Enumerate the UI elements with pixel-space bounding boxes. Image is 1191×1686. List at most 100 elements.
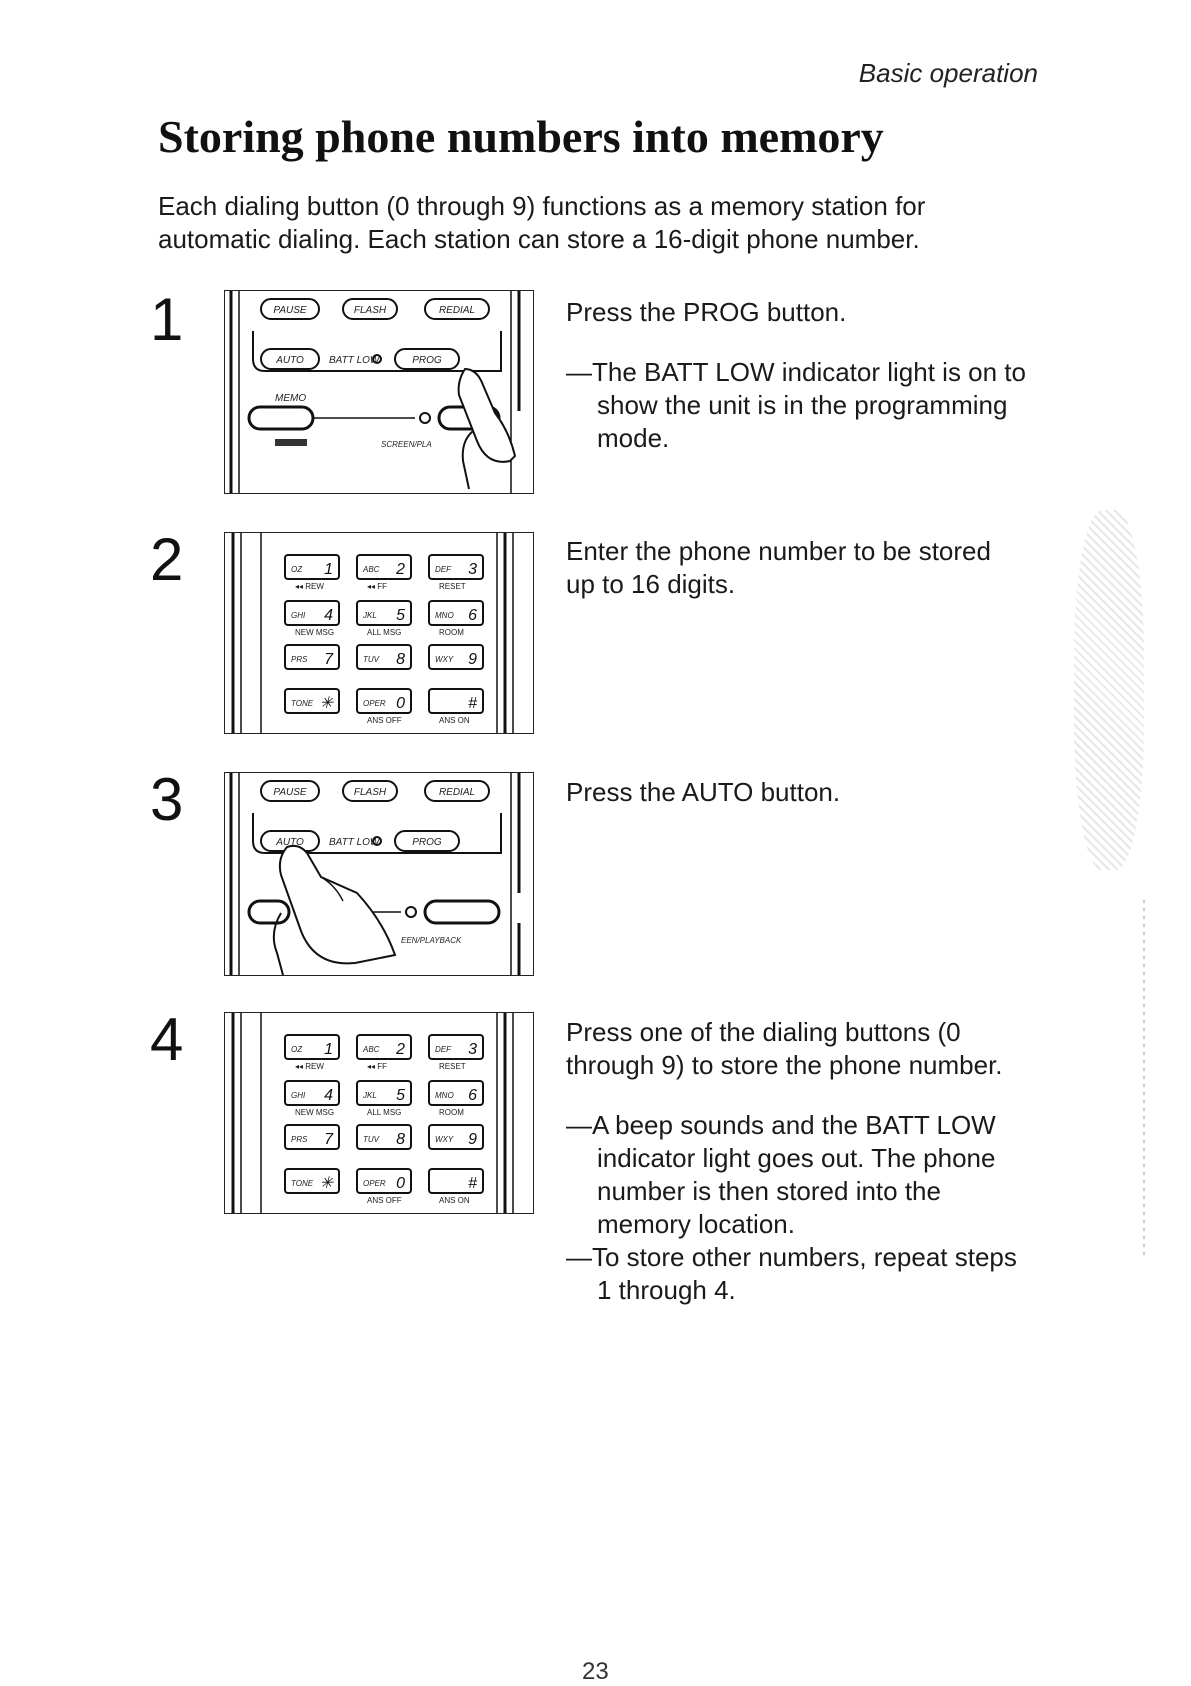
svg-text:AUTO: AUTO: [275, 837, 304, 848]
keypad-key: JKL 5: [356, 600, 412, 626]
keypad-key: JKL 5: [356, 1080, 412, 1106]
keypad-key: #: [428, 688, 484, 714]
step-note: —The BATT LOW indicator light is on to s…: [566, 357, 1026, 453]
control-panel-illustration: PAUSE FLASH REDIAL AUTO BATT LOW PROG ME…: [224, 290, 534, 494]
step-instruction: Enter the phone number to be stored up t…: [566, 536, 991, 599]
key-letters: JKL: [362, 611, 377, 620]
key-letters: WXY: [435, 655, 454, 664]
key-letters: TONE: [291, 1179, 314, 1188]
key-letters: OPER: [363, 1179, 386, 1188]
control-panel-illustration: PAUSE FLASH REDIAL AUTO BATT LOW PROG EE…: [224, 772, 534, 976]
key-digit: 4: [324, 607, 333, 624]
svg-text:BATT LOW: BATT LOW: [329, 837, 381, 848]
key-letters: ABC: [362, 1045, 380, 1054]
key-digit: ✳: [320, 695, 335, 712]
key-digit: 2: [395, 1041, 405, 1058]
scan-noise: [1143, 900, 1145, 1260]
keypad-key: WXY 9: [428, 1124, 484, 1150]
key-digit: 6: [468, 1087, 477, 1104]
keypad-key: MNO 6: [428, 1080, 484, 1106]
key-digit: 7: [324, 1131, 334, 1148]
step-number: 3: [150, 766, 184, 833]
prog-label: PROG: [412, 355, 442, 366]
key-digit: 6: [468, 607, 477, 624]
key-digit: 0: [396, 695, 405, 712]
key-letters: OPER: [363, 699, 386, 708]
key-digit: #: [468, 1175, 478, 1192]
keypad-key: OZ 1: [284, 1034, 340, 1060]
keypad-key: DEF 3: [428, 1034, 484, 1060]
key-sublabel: ALL MSG: [367, 628, 401, 637]
key-letters: PRS: [291, 655, 308, 664]
key-sublabel: NEW MSG: [295, 628, 334, 637]
key-digit: ✳: [320, 1175, 335, 1192]
section-header: Basic operation: [858, 58, 1038, 88]
keypad-key: TONE✳: [284, 688, 340, 714]
keypad-key: ABC 2: [356, 1034, 412, 1060]
key-letters: GHI: [291, 1091, 306, 1100]
key-letters: WXY: [435, 1135, 454, 1144]
key-letters: TUV: [363, 1135, 380, 1144]
key-sublabel: RESET: [439, 582, 466, 591]
keypad-key: TUV 8: [356, 1124, 412, 1150]
step-3-text: Press the AUTO button.: [566, 776, 1026, 809]
redial-label: REDIAL: [439, 305, 475, 316]
key-digit: 1: [324, 1041, 333, 1058]
step-number: 4: [150, 1006, 184, 1073]
svg-text:PAUSE: PAUSE: [273, 787, 306, 798]
key-digit: 5: [396, 1087, 405, 1104]
key-letters: MNO: [435, 1091, 454, 1100]
key-digit: #: [468, 695, 478, 712]
step-note: —A beep sounds and the BATT LOW indicato…: [566, 1110, 996, 1239]
key-letters: OZ: [291, 1045, 303, 1054]
key-digit: 8: [396, 1131, 405, 1148]
key-sublabel: ANS ON: [439, 1196, 470, 1205]
key-sublabel: ANS OFF: [367, 1196, 402, 1205]
key-digit: 4: [324, 1087, 333, 1104]
pointing-hand-icon: [278, 844, 397, 965]
step-note: —To store other numbers, repeat steps 1 …: [566, 1242, 1017, 1305]
key-digit: 3: [468, 1041, 477, 1058]
keypad-key: #: [428, 1168, 484, 1194]
keypad-key: WXY 9: [428, 644, 484, 670]
keypad-key: OPER 0: [356, 688, 412, 714]
screen-label: SCREEN/PLA: [381, 440, 432, 449]
key-sublabel: RESET: [439, 1062, 466, 1071]
scan-noise: [1074, 510, 1144, 870]
batt-low-label: BATT LOW: [329, 355, 381, 366]
key-digit: 7: [324, 651, 334, 668]
key-letters: ABC: [362, 565, 380, 574]
key-digit: 9: [468, 651, 477, 668]
memo-label: MEMO: [275, 393, 306, 404]
key-digit: 9: [468, 1131, 477, 1148]
key-letters: JKL: [362, 1091, 377, 1100]
svg-text:FLASH: FLASH: [354, 787, 387, 798]
step-1-text: Press the PROG button. —The BATT LOW ind…: [566, 296, 1026, 455]
key-sublabel: ◂◂ FF: [367, 582, 387, 591]
keypad-key: PRS 7: [284, 644, 340, 670]
screen-playback-label: EEN/PLAYBACK: [401, 936, 462, 945]
key-letters: DEF: [435, 1045, 452, 1054]
key-sublabel: NEW MSG: [295, 1108, 334, 1117]
key-sublabel: ROOM: [439, 1108, 464, 1117]
keypad-key: GHI 4: [284, 600, 340, 626]
svg-text:REDIAL: REDIAL: [439, 787, 475, 798]
key-letters: GHI: [291, 611, 306, 620]
key-sublabel: ROOM: [439, 628, 464, 637]
key-digit: 5: [396, 607, 405, 624]
flash-label: FLASH: [354, 305, 387, 316]
key-sublabel: ◂◂ FF: [367, 1062, 387, 1071]
pointing-hand-icon: [457, 367, 517, 463]
key-digit: 2: [395, 561, 405, 578]
key-sublabel: ◂◂ REW: [295, 1062, 324, 1071]
key-sublabel: ANS OFF: [367, 716, 402, 725]
key-digit: 3: [468, 561, 477, 578]
keypad-key: GHI 4: [284, 1080, 340, 1106]
